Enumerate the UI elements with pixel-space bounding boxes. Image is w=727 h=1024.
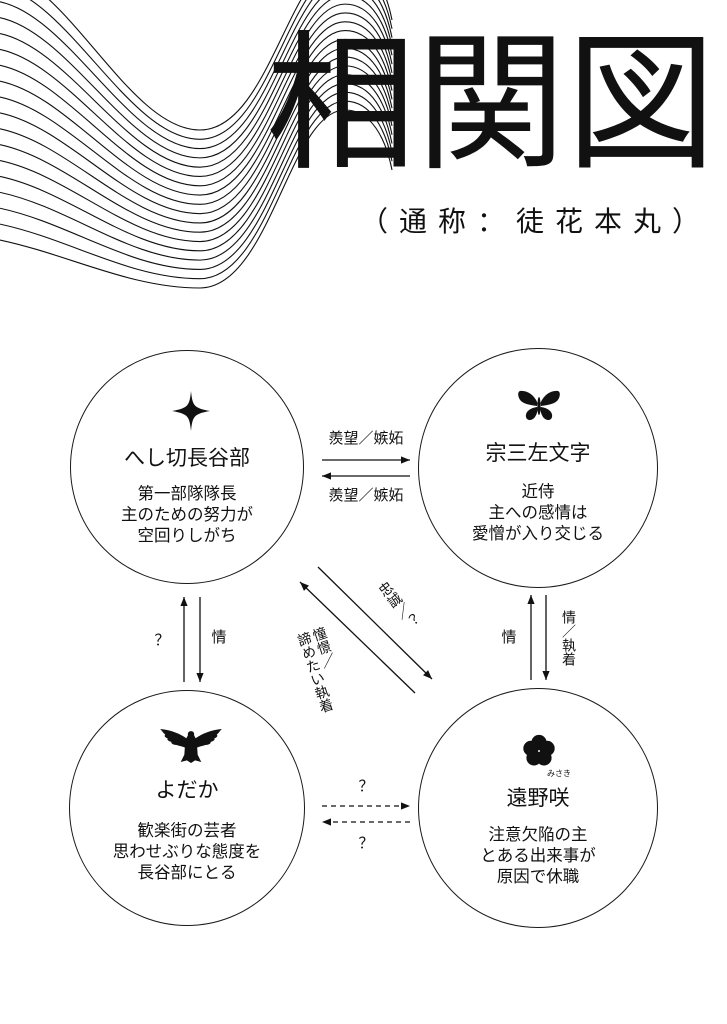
arrow-hasebe-to-saki — [317, 566, 433, 680]
wave-line — [0, 0, 393, 150]
plum-blossom-icon — [522, 734, 556, 768]
desc-line: 主への感情は — [488, 503, 588, 522]
butterfly-icon — [517, 390, 561, 422]
desc-line: 愛憎が入り交じる — [472, 524, 604, 543]
character-name-souza: 宗三左文字 — [485, 441, 591, 465]
four-point-star-icon — [172, 391, 210, 431]
desc-line: とある出来事が — [480, 846, 596, 865]
character-card-souza: 宗三左文字 近侍 主への感情は 愛憎が入り交じる — [418, 348, 658, 588]
label-yodaka-to-saki: ？ — [358, 777, 374, 795]
desc-line: 近侍 — [521, 482, 555, 501]
label-yodaka-to-hasebe: ？ — [154, 631, 170, 649]
label-souza-to-hasebe: 羨望／嫉妬 — [328, 486, 404, 504]
page-title: 相関図 — [266, 18, 717, 192]
character-card-hasebe: へし切長谷部 第一部隊隊長 主のための努力が 空回りしがち — [70, 350, 304, 584]
wave-line — [0, 12, 393, 187]
character-name-ruby-saki: みさき — [547, 769, 571, 778]
wave-line — [29, 0, 393, 140]
desc-line: 歓楽街の芸者 — [137, 821, 237, 840]
label-line: 情／執着 — [560, 610, 576, 666]
label-saki-to-yodaka: ？ — [358, 834, 374, 852]
character-desc-souza: 近侍 主への感情は 愛憎が入り交じる — [419, 481, 657, 544]
character-desc-saki: 注意欠陥の主 とある出来事が 原因で休職 — [419, 824, 657, 887]
character-desc-hasebe: 第一部隊隊長 主のための努力が 空回りしがち — [71, 483, 303, 546]
wave-line — [0, 100, 393, 280]
wave-line — [0, 3, 393, 178]
character-card-yodaka: よだか 歓楽街の芸者 思わせぶりな態度を 長谷部にとる — [69, 690, 305, 926]
desc-line: 第一部隊隊長 — [137, 484, 237, 503]
desc-line: 原因で休職 — [496, 867, 580, 886]
desc-line: 空回りしがち — [137, 526, 237, 545]
wave-decoration — [0, 0, 393, 289]
desc-line: 思わせぶりな態度を — [112, 842, 262, 861]
wave-line — [48, 0, 393, 131]
wave-line — [0, 21, 393, 196]
label-souza-to-saki: 情／執着 — [560, 610, 576, 666]
wave-line — [0, 47, 393, 224]
desc-line: 注意欠陥の主 — [488, 825, 588, 844]
wave-line — [0, 0, 393, 159]
wave-line — [0, 30, 393, 205]
desc-line: 主のための努力が — [121, 505, 253, 524]
wave-line — [0, 38, 393, 215]
label-hasebe-to-yodaka: 情 — [211, 628, 227, 646]
wave-line — [0, 109, 393, 289]
label-hasebe-to-souza: 羨望／嫉妬 — [328, 429, 404, 447]
character-desc-yodaka: 歓楽街の芸者 思わせぶりな態度を 長谷部にとる — [70, 820, 304, 883]
arrow-saki-to-hasebe — [299, 581, 416, 694]
character-name-hasebe: へし切長谷部 — [124, 446, 250, 470]
character-name-saki: 遠野咲 — [506, 786, 570, 810]
label-saki-to-souza: 情 — [501, 628, 517, 646]
desc-line: 長谷部にとる — [137, 863, 237, 882]
character-name-yodaka: よだか — [155, 778, 219, 802]
wave-line — [0, 91, 393, 270]
character-card-saki: みさき 遠野咲 注意欠陥の主 とある出来事が 原因で休職 — [418, 688, 658, 928]
wave-line — [0, 74, 393, 252]
wave-line — [0, 0, 393, 168]
wave-line — [0, 82, 393, 261]
wave-line — [0, 56, 393, 233]
wave-line — [0, 65, 393, 243]
bird-icon — [159, 727, 223, 764]
page-subtitle: （通称：徒花本丸） — [360, 205, 712, 238]
